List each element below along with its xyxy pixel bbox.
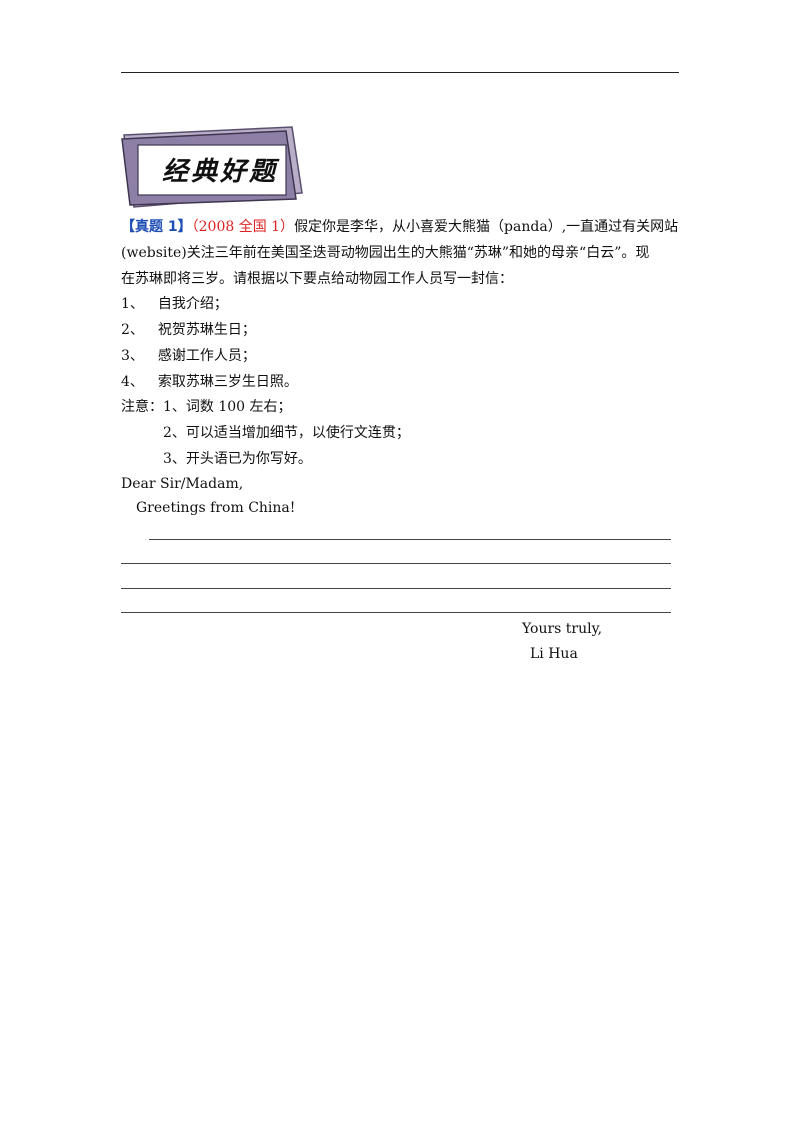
writing-line <box>121 612 671 613</box>
writing-line <box>121 588 671 589</box>
point-item-3: 3、感谢工作人员； <box>121 345 256 367</box>
header-rule <box>121 72 679 73</box>
question-line-1: 【真题 1】（2008 全国 1）假定你是李华，从小喜爱大熊猫（panda）,一… <box>121 216 678 238</box>
point-text: 索取苏琳三岁生日照。 <box>157 374 298 390</box>
question-text-1: 假定你是李华，从小喜爱大熊猫（panda）,一直通过有关网站 <box>294 219 679 235</box>
letter-closing: Yours truly, <box>522 621 603 637</box>
letter-signature: Li Hua <box>530 646 578 662</box>
note-line-3: 3、开头语已为你写好。 <box>163 451 312 467</box>
banner-frame-graphic <box>121 126 303 208</box>
writing-line <box>121 563 671 564</box>
letter-opening: Greetings from China! <box>136 500 296 516</box>
point-number: 1、 <box>121 296 144 312</box>
banner-title: 经典好题 <box>161 157 278 187</box>
note-line-1: 注意：1、词数 100 左右； <box>121 399 292 415</box>
writing-line <box>149 539 671 540</box>
question-tag: 【真题 1】 <box>121 219 192 235</box>
note-line-2: 2、可以适当增加细节，以使行文连贯； <box>163 425 410 441</box>
point-number: 4、 <box>121 374 144 390</box>
section-banner: 经典好题 <box>120 125 306 211</box>
point-item-2: 2、祝贺苏琳生日； <box>121 319 256 341</box>
point-text: 感谢工作人员； <box>157 348 256 364</box>
question-source: （2008 全国 1） <box>191 219 295 235</box>
point-number: 3、 <box>121 348 144 364</box>
point-text: 祝贺苏琳生日； <box>157 322 256 338</box>
point-number: 2、 <box>121 322 144 338</box>
letter-greeting: Dear Sir/Madam, <box>121 476 244 492</box>
question-line-2: (website)关注三年前在美国圣迭哥动物园出生的大熊猫“苏琳”和她的母亲“白… <box>121 245 650 261</box>
point-item-1: 1、自我介绍； <box>121 293 228 315</box>
question-line-3: 在苏琳即将三岁。请根据以下要点给动物园工作人员写一封信： <box>121 271 513 287</box>
point-item-4: 4、索取苏琳三岁生日照。 <box>121 371 298 393</box>
point-text: 自我介绍； <box>157 296 228 312</box>
